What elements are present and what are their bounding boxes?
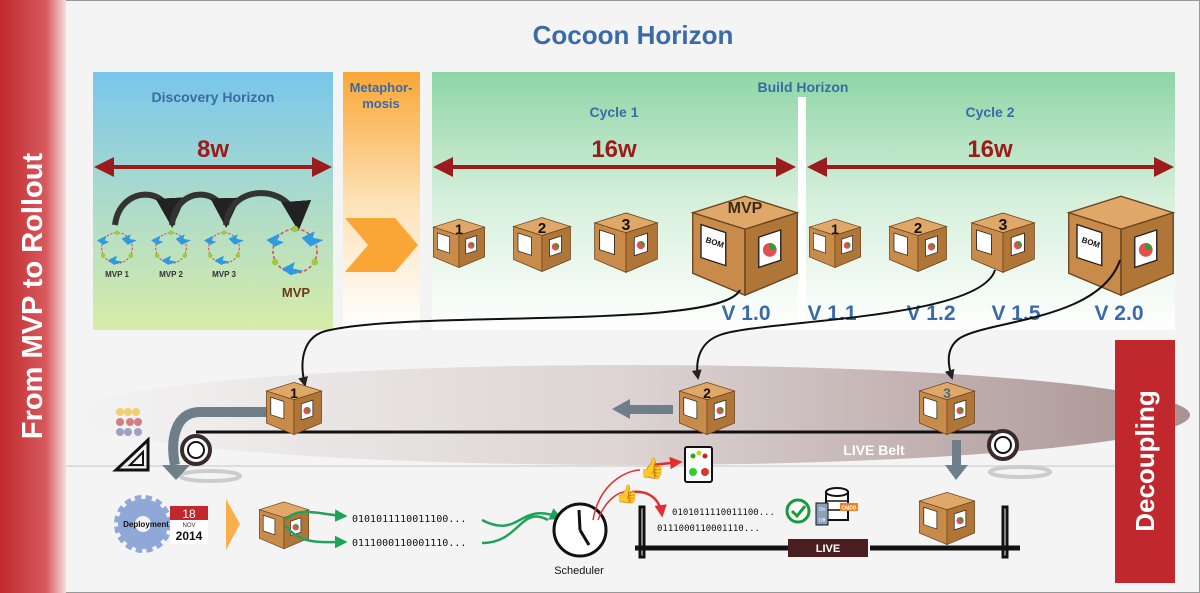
binary-stream: 0101011110011100... bbox=[352, 514, 466, 525]
cycle-duration: 16w bbox=[967, 136, 1013, 163]
live-label: LIVE bbox=[816, 543, 840, 555]
down-arrow bbox=[952, 440, 961, 465]
mvp-label: MVP 1 bbox=[105, 270, 129, 279]
side-bar bbox=[0, 0, 66, 593]
return-arrow bbox=[168, 407, 268, 466]
box-number: 3 bbox=[622, 217, 631, 234]
check-icon bbox=[785, 498, 811, 524]
box-number: 1 bbox=[290, 385, 298, 401]
mvp-label: MVP 2 bbox=[159, 270, 183, 279]
decoupling-bar bbox=[1115, 340, 1175, 583]
thumbs-up-icon: 👍 bbox=[640, 456, 665, 480]
iteration-arrow bbox=[223, 190, 312, 231]
iteration-arrow bbox=[112, 191, 186, 228]
live-bar bbox=[788, 539, 868, 557]
release-flow-arrow bbox=[691, 269, 996, 380]
box-number: MVP bbox=[728, 200, 763, 217]
discovery-title: Discovery Horizon bbox=[152, 89, 275, 105]
switch-on-label: On bbox=[819, 507, 826, 513]
discovery-duration: 8w bbox=[197, 136, 229, 163]
abacus-icon bbox=[116, 408, 142, 436]
binary-stream: 0101011110011100... bbox=[672, 508, 775, 518]
cycle-title: Cycle 1 bbox=[589, 104, 638, 120]
deployment-row: Deployment 18 NOV 2014 0101011110011100.… bbox=[114, 446, 713, 577]
cmdb-label: CMDB bbox=[842, 506, 857, 512]
database-icon bbox=[825, 487, 849, 521]
cmdb-badge bbox=[840, 503, 858, 511]
version-label: V 1.0 bbox=[721, 302, 770, 325]
live-environment: LIVE 0101011110011100... 011100011000111… bbox=[635, 487, 1020, 559]
live-belt: LIVE Belt 1 2 3 bbox=[112, 381, 1052, 483]
discovery-horizon-panel: Discovery Horizon 8w MVP 1 MVP 2 MVP 3 M… bbox=[93, 72, 333, 330]
box-number: 2 bbox=[703, 385, 711, 401]
box-number: 1 bbox=[831, 221, 839, 237]
calendar-year: 2014 bbox=[176, 529, 203, 543]
set-square-icon bbox=[112, 436, 150, 472]
switch-off-label: Off bbox=[819, 518, 826, 524]
cycle-title: Cycle 2 bbox=[965, 104, 1014, 120]
box-number: 1 bbox=[455, 221, 463, 237]
switch-icon bbox=[815, 502, 829, 526]
release-flow-arrow bbox=[944, 259, 1121, 380]
mvp-label: MVP 3 bbox=[212, 270, 236, 279]
metamorphosis-panel: Metaphor- mosis bbox=[343, 72, 420, 330]
calendar-icon bbox=[170, 506, 208, 520]
cycle-duration: 16w bbox=[591, 136, 637, 163]
thumbs-up-icon: 👍 bbox=[616, 483, 638, 504]
binary-stream: 0111000110001110... bbox=[352, 538, 466, 549]
build-horizon-panel: Build Horizon Cycle 1 Cycle 2 16w 16w BO… bbox=[432, 72, 1175, 330]
calendar-day: 18 bbox=[182, 507, 196, 521]
iteration-arrow bbox=[169, 191, 241, 228]
decoupling-label: Decoupling bbox=[1130, 390, 1160, 532]
divider bbox=[66, 465, 1115, 467]
box-number: 2 bbox=[538, 220, 546, 237]
box-number: 3 bbox=[999, 217, 1008, 234]
open-box-icon bbox=[258, 501, 310, 550]
belt-roller bbox=[987, 429, 1019, 461]
release-box bbox=[1068, 195, 1174, 296]
page-title: Cocoon Horizon bbox=[533, 20, 734, 50]
version-label: V 2.0 bbox=[1094, 302, 1143, 325]
box-number: 3 bbox=[943, 385, 951, 401]
belt-roller bbox=[180, 434, 212, 466]
side-label: From MVP to Rollout bbox=[17, 153, 49, 440]
chevron-right-icon bbox=[226, 499, 240, 550]
live-box bbox=[919, 491, 975, 545]
metamorphosis-title-line1: Metaphor- bbox=[350, 80, 413, 95]
box-number: 2 bbox=[914, 220, 922, 237]
scheduler-label: Scheduler bbox=[554, 565, 604, 577]
status-report-icon bbox=[684, 446, 713, 483]
build-title: Build Horizon bbox=[758, 79, 849, 95]
final-mvp-label: MVP bbox=[282, 285, 311, 300]
scheduler-clock-icon bbox=[552, 502, 608, 558]
chevron-right-icon bbox=[345, 218, 418, 272]
release-flow-arrow bbox=[298, 289, 741, 387]
belt-label: LIVE Belt bbox=[843, 442, 905, 458]
metamorphosis-title-line2: mosis bbox=[362, 96, 400, 111]
deployment-label: Deployment bbox=[123, 520, 169, 529]
backward-arrow bbox=[628, 405, 673, 414]
calendar-month: NOV bbox=[182, 523, 195, 529]
gear-icon bbox=[114, 495, 172, 553]
binary-stream: 0111000110001110... bbox=[657, 524, 760, 534]
